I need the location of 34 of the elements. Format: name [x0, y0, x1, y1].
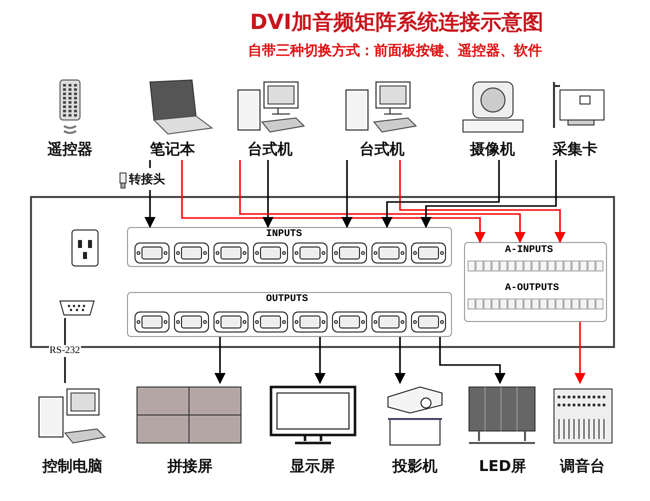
device-label: 调音台 — [558, 456, 606, 476]
arrow — [181, 160, 486, 244]
arrow — [262, 160, 274, 228]
connector-line — [149, 160, 151, 168]
device-label: 摄像机 — [468, 139, 516, 159]
arrow — [439, 337, 506, 384]
device-label: 显示屏 — [289, 456, 336, 476]
device-label: 投影机 — [391, 456, 438, 476]
arrow — [341, 160, 353, 228]
arrow — [574, 322, 586, 384]
diagram-title: DVI加音频矩阵系统连接示意图 — [250, 9, 544, 36]
arrow — [394, 337, 406, 384]
device-label: 笔记本 — [149, 139, 196, 159]
device-label: 台式机 — [246, 139, 294, 159]
device-label: 拼接屏 — [166, 456, 214, 476]
adapter-label: 转接头 — [128, 171, 166, 188]
arrow — [420, 160, 557, 228]
matrix-chassis — [30, 196, 615, 348]
arrow — [399, 160, 566, 244]
device-label: 采集卡 — [552, 139, 598, 159]
output-panel — [127, 292, 452, 337]
edge-label: RS-232 — [48, 344, 82, 356]
audio-terminal-panel — [464, 242, 607, 322]
device-label: LED屏 — [478, 456, 528, 476]
input-panel — [127, 227, 452, 267]
arrow — [381, 160, 500, 228]
subtitle-note: 自带三种切换方式：前面板按键、遥控器、软件 — [248, 42, 542, 60]
device-label: 遥控器 — [46, 139, 94, 159]
arrow — [314, 337, 326, 384]
arrow — [214, 337, 226, 384]
device-label: 控制电脑 — [41, 456, 104, 476]
device-label: 台式机 — [358, 139, 406, 159]
arrow — [144, 190, 156, 228]
arrow — [239, 160, 526, 244]
